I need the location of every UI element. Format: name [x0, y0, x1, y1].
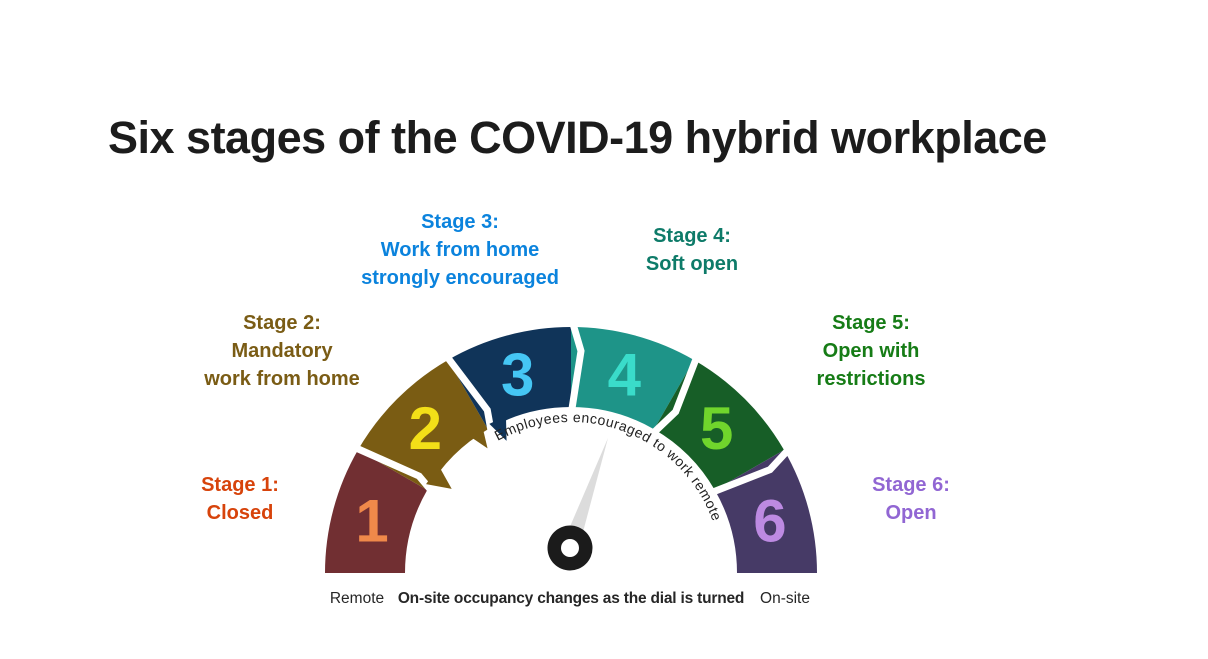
- stage-1-label: Stage 1: Closed: [70, 471, 410, 527]
- gauge-needle: [562, 438, 608, 551]
- gauge-number-4: 4: [608, 342, 642, 409]
- stage-label-line: Open: [885, 502, 937, 524]
- segment-tab: [469, 427, 488, 449]
- stage-label-line: Mandatory: [231, 340, 333, 362]
- segment-tab: [426, 466, 452, 489]
- stage-label-line: Work from home: [380, 239, 540, 261]
- gauge-number-3: 3: [501, 342, 534, 409]
- gauge-segment-2: [357, 359, 488, 490]
- gauge-number-2: 2: [409, 395, 442, 462]
- stage-label-line: Stage 3:: [421, 211, 499, 233]
- footer-onsite-label: On-site: [760, 590, 810, 607]
- stage-label-line: restrictions: [816, 368, 926, 390]
- stage-label-line: work from home: [204, 368, 360, 390]
- gauge-segment-1: [325, 450, 428, 573]
- page-title: Six stages of the COVID-19 hybrid workpl…: [108, 112, 1047, 163]
- stage-label-line: Soft open: [645, 253, 739, 275]
- stage-label-line: Open with: [822, 340, 920, 362]
- stage-label-line: Stage 6:: [872, 474, 950, 496]
- stage-6-label: Stage 6: Open: [741, 471, 1081, 527]
- gauge-number-5: 5: [700, 395, 733, 462]
- stage-5-label: Stage 5: Open with restrictions: [701, 309, 1041, 393]
- gauge-number-6: 6: [753, 487, 786, 554]
- segment-divider: [440, 349, 496, 437]
- segment-divider: [567, 316, 585, 416]
- segment-divider: [647, 350, 703, 439]
- segment-tab: [489, 415, 507, 441]
- stage-label-line: Stage 2:: [243, 312, 321, 334]
- stage-label-line: strongly encouraged: [361, 267, 559, 289]
- stage-3-label: Stage 3: Work from home strongly encoura…: [290, 208, 630, 292]
- stage-label-line: Stage 5:: [832, 312, 910, 334]
- footer-remote-label: Remote: [329, 590, 385, 607]
- gauge-hub-hole: [561, 539, 579, 557]
- stage-2-label: Stage 2: Mandatory work from home: [112, 309, 452, 393]
- segment-divider: [347, 441, 437, 497]
- gauge-number-1: 1: [355, 487, 388, 554]
- footer-caption: On-site occupancy changes as the dial is…: [397, 590, 745, 607]
- stage-label-line: Stage 4:: [653, 225, 731, 247]
- stage-4-label: Stage 4: Soft open: [522, 222, 862, 278]
- stage-label-line: Closed: [206, 502, 274, 524]
- segment-divider: [706, 442, 796, 498]
- gauge-segment-4: [571, 327, 694, 430]
- stage-label-line: Stage 1:: [201, 474, 279, 496]
